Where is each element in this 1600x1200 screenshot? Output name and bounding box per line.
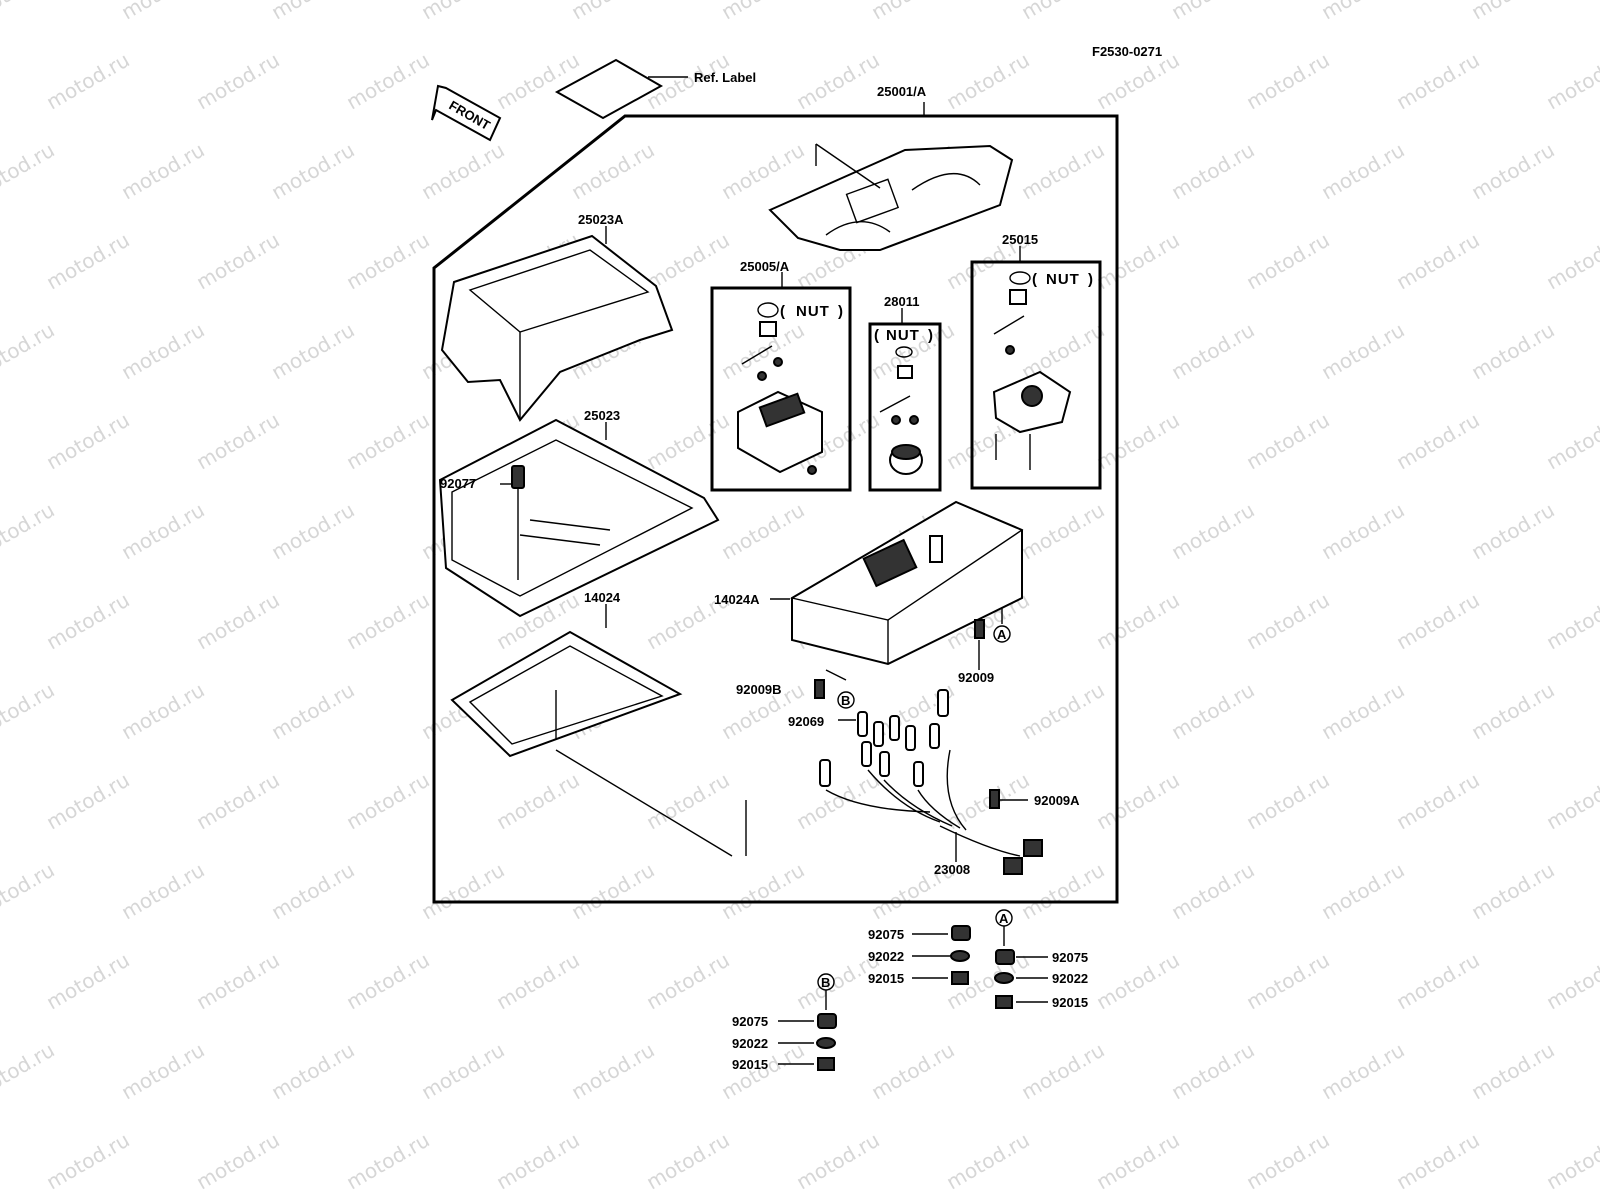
meter-case-14024A: [790, 500, 1024, 666]
callout-g3-92015: 92015: [732, 1057, 768, 1072]
callout-92077: 92077: [440, 476, 476, 491]
callout-92009B: 92009B: [736, 682, 782, 697]
callout-92009A: 92009A: [1034, 793, 1080, 808]
callout-92069: 92069: [788, 714, 824, 729]
callout-25001A: 25001/A: [877, 84, 927, 99]
svg-text:): ): [838, 303, 844, 320]
ref-label-sticker: Ref. Label: [554, 58, 756, 120]
svg-text:): ): [1088, 271, 1094, 288]
callout-28011: 28011: [884, 294, 919, 309]
callout-92009: 92009: [958, 670, 994, 685]
nut-label-2: NUT: [886, 327, 920, 344]
speedometer-box: [710, 286, 852, 492]
ref-label-text: Ref. Label: [694, 70, 756, 85]
callout-23008: 23008: [934, 862, 970, 877]
callout-25023A: 25023A: [578, 212, 624, 227]
indicator-box: [868, 322, 942, 492]
screw-92009A: 92009A: [989, 789, 1080, 809]
marker-A-case: A: [997, 627, 1007, 642]
tachometer-parts: ( NUT ): [992, 271, 1094, 470]
bulb-sockets-92069: [819, 689, 949, 787]
marker-A-group: A: [999, 911, 1009, 926]
indicator-parts: ( NUT ): [874, 327, 934, 475]
svg-text:): ): [928, 327, 934, 344]
nut-label-3: NUT: [1046, 271, 1080, 288]
callout-14024A: 14024A: [714, 592, 760, 607]
gasket-14024: [450, 630, 747, 857]
dial-face-plate: [768, 143, 1014, 251]
svg-text:(: (: [874, 327, 880, 344]
callout-25023: 25023: [584, 408, 620, 423]
callout-g2-92015: 92015: [1052, 995, 1088, 1010]
damper-group-B: B 92075 92022 92015: [732, 973, 837, 1072]
nut-label-1: NUT: [796, 303, 830, 320]
callout-25005A: 25005/A: [740, 259, 790, 274]
callout-g2-92022: 92022: [1052, 971, 1088, 986]
marker-B-group: B: [821, 975, 830, 990]
callout-g1-92022: 92022: [868, 949, 904, 964]
screw-92009: 92009 A: [958, 608, 1011, 685]
callout-25015: 25015: [1002, 232, 1038, 247]
callout-g3-92075: 92075: [732, 1014, 768, 1029]
callout-g1-92015: 92015: [868, 971, 904, 986]
front-arrow: FRONT: [431, 84, 502, 142]
callout-g1-92075: 92075: [868, 927, 904, 942]
callout-g3-92022: 92022: [732, 1036, 768, 1051]
damper-group-A: A 92075 92022 92015: [994, 909, 1088, 1010]
svg-text:(: (: [780, 303, 786, 320]
callout-14024: 14024: [584, 590, 621, 605]
wiring-harness-23008: 23008: [825, 749, 1043, 877]
screw-92009B: 92009B B: [736, 669, 855, 709]
screw-92077: 92077: [440, 465, 525, 580]
tachometer-box: [970, 260, 1102, 490]
meter-cover-25023A: [440, 234, 674, 422]
damper-group-center: 92075 92022 92015: [868, 925, 971, 986]
assembly-frame: [432, 114, 1119, 904]
speedometer-parts: ( NUT ): [737, 302, 844, 475]
svg-text:(: (: [1032, 271, 1038, 288]
meter-lens-25023: [438, 418, 720, 618]
marker-B-case: B: [841, 693, 850, 708]
figure-code: F2530-0271: [1092, 44, 1162, 59]
callout-g2-92075: 92075: [1052, 950, 1088, 965]
